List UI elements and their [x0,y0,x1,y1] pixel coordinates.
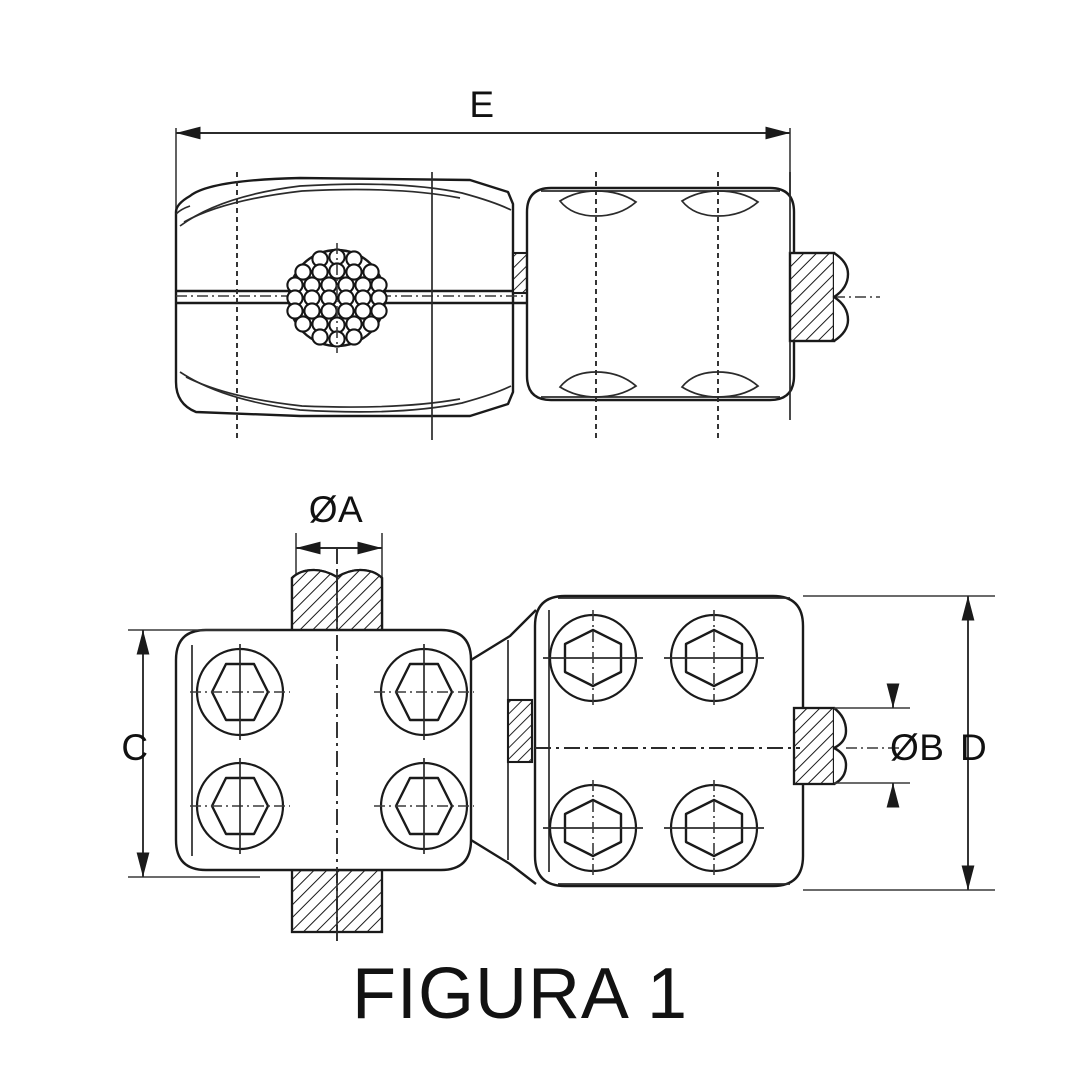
side-elevation-view: E [174,84,880,440]
dimension-label-D: D [960,727,987,768]
side-bolt-section [792,706,848,786]
conductor-strands [286,248,388,348]
elevation-bolt-centerlines [236,172,791,440]
bolt-head [374,758,474,854]
dimension-D: D [803,595,995,891]
bolt-head-slots-bottom [558,371,760,398]
bolt-head [664,610,764,706]
bolt-head [664,780,764,876]
dimension-label-E: E [469,84,494,125]
dimension-label-A: ØA [309,489,363,530]
cross-section-bolt [788,251,850,343]
dimension-label-C: C [121,727,148,768]
dimension-label-B: ØB [890,727,944,768]
bolt-head [190,644,290,740]
bolted-clamp-block [525,186,796,402]
top-plan-view: ØA [121,489,995,944]
mid-web-section [506,698,534,764]
dimension-C: C [121,629,260,878]
bolt-head [374,644,474,740]
bolt-head [543,780,643,876]
dimension-B: ØB [834,683,944,808]
right-plate-bolts [543,610,764,876]
bolt-head-slots-top [558,190,760,217]
bolt-head [190,758,290,854]
plan-centerlines [336,548,905,944]
figure-title: FIGURA 1 [352,954,688,1034]
stranded-conductor-section [286,243,388,353]
bolt-head [543,610,643,706]
dimension-A: ØA [295,489,383,580]
left-plate-bolts [190,644,474,854]
